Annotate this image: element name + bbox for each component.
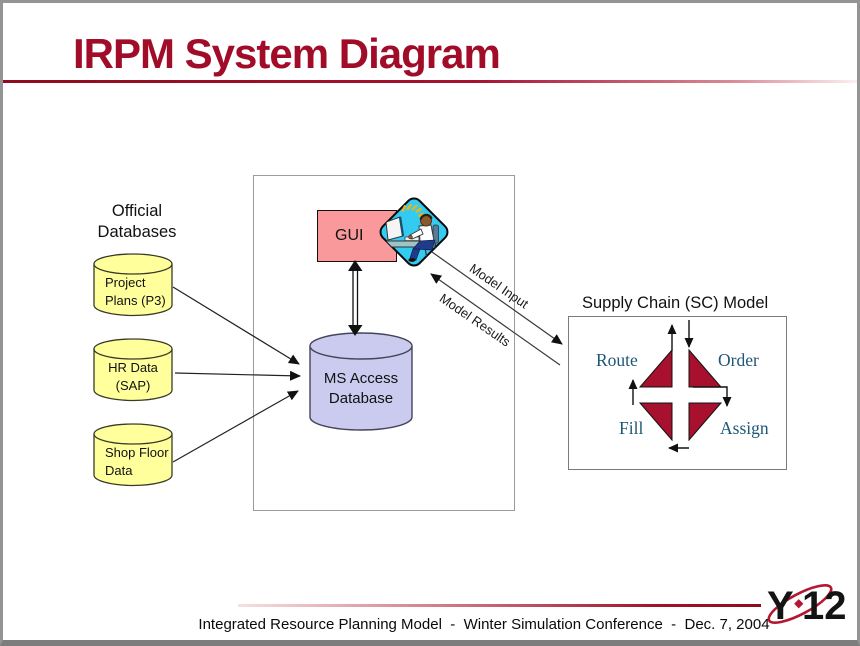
database-hr-data: HR Data (SAP) [93,338,173,404]
sc-node-order: Order [718,350,759,370]
ms-access-database: MS Access Database [309,332,413,432]
database-label: Shop Floor Data [105,445,169,478]
gui-label: GUI [335,227,364,244]
logo-dot-icon [794,599,804,609]
database-cylinder-icon [93,253,173,317]
triangle-route [638,348,673,388]
footer-rule [238,604,761,607]
supply-chain-box: Route Order Fill Assign [568,316,787,470]
official-databases-label: Official Databases [97,202,177,241]
monitor-screen [398,216,405,237]
logo-text-12: 12 [802,584,847,628]
database-cylinder-icon [93,338,173,402]
database-label: Project Plans (P3) [105,275,166,308]
page-title: IRPM System Diagram [73,30,501,77]
y12-logo: Y 12 [767,584,847,628]
database-project-plans: Project Plans (P3) [93,253,173,319]
footer-text: Integrated Resource Planning Model - Win… [198,616,770,633]
supply-chain-title: Supply Chain (SC) Model [582,294,769,312]
database-label: HR Data (SAP) [108,360,158,393]
database-cylinder-icon [93,423,173,487]
person-at-computer-icon [379,197,449,267]
database-cylinder-icon [309,332,413,431]
sc-node-fill: Fill [619,418,644,438]
logo-text-y: Y [767,584,794,628]
logo-orbit-icon [767,584,833,624]
sc-node-assign: Assign [720,418,769,438]
person [408,213,436,262]
triangle-order [688,348,723,388]
triangle-assign [688,402,723,442]
triangle-fill [638,402,673,442]
clipart-scene [380,203,439,262]
ms-access-label: MS Access Database [323,370,399,408]
sc-node-route: Route [596,350,638,370]
supply-chain-cycle-icon [628,320,732,453]
title-underline [3,80,857,83]
database-shop-floor: Shop Floor Data [93,423,173,489]
light-rays [401,203,425,218]
